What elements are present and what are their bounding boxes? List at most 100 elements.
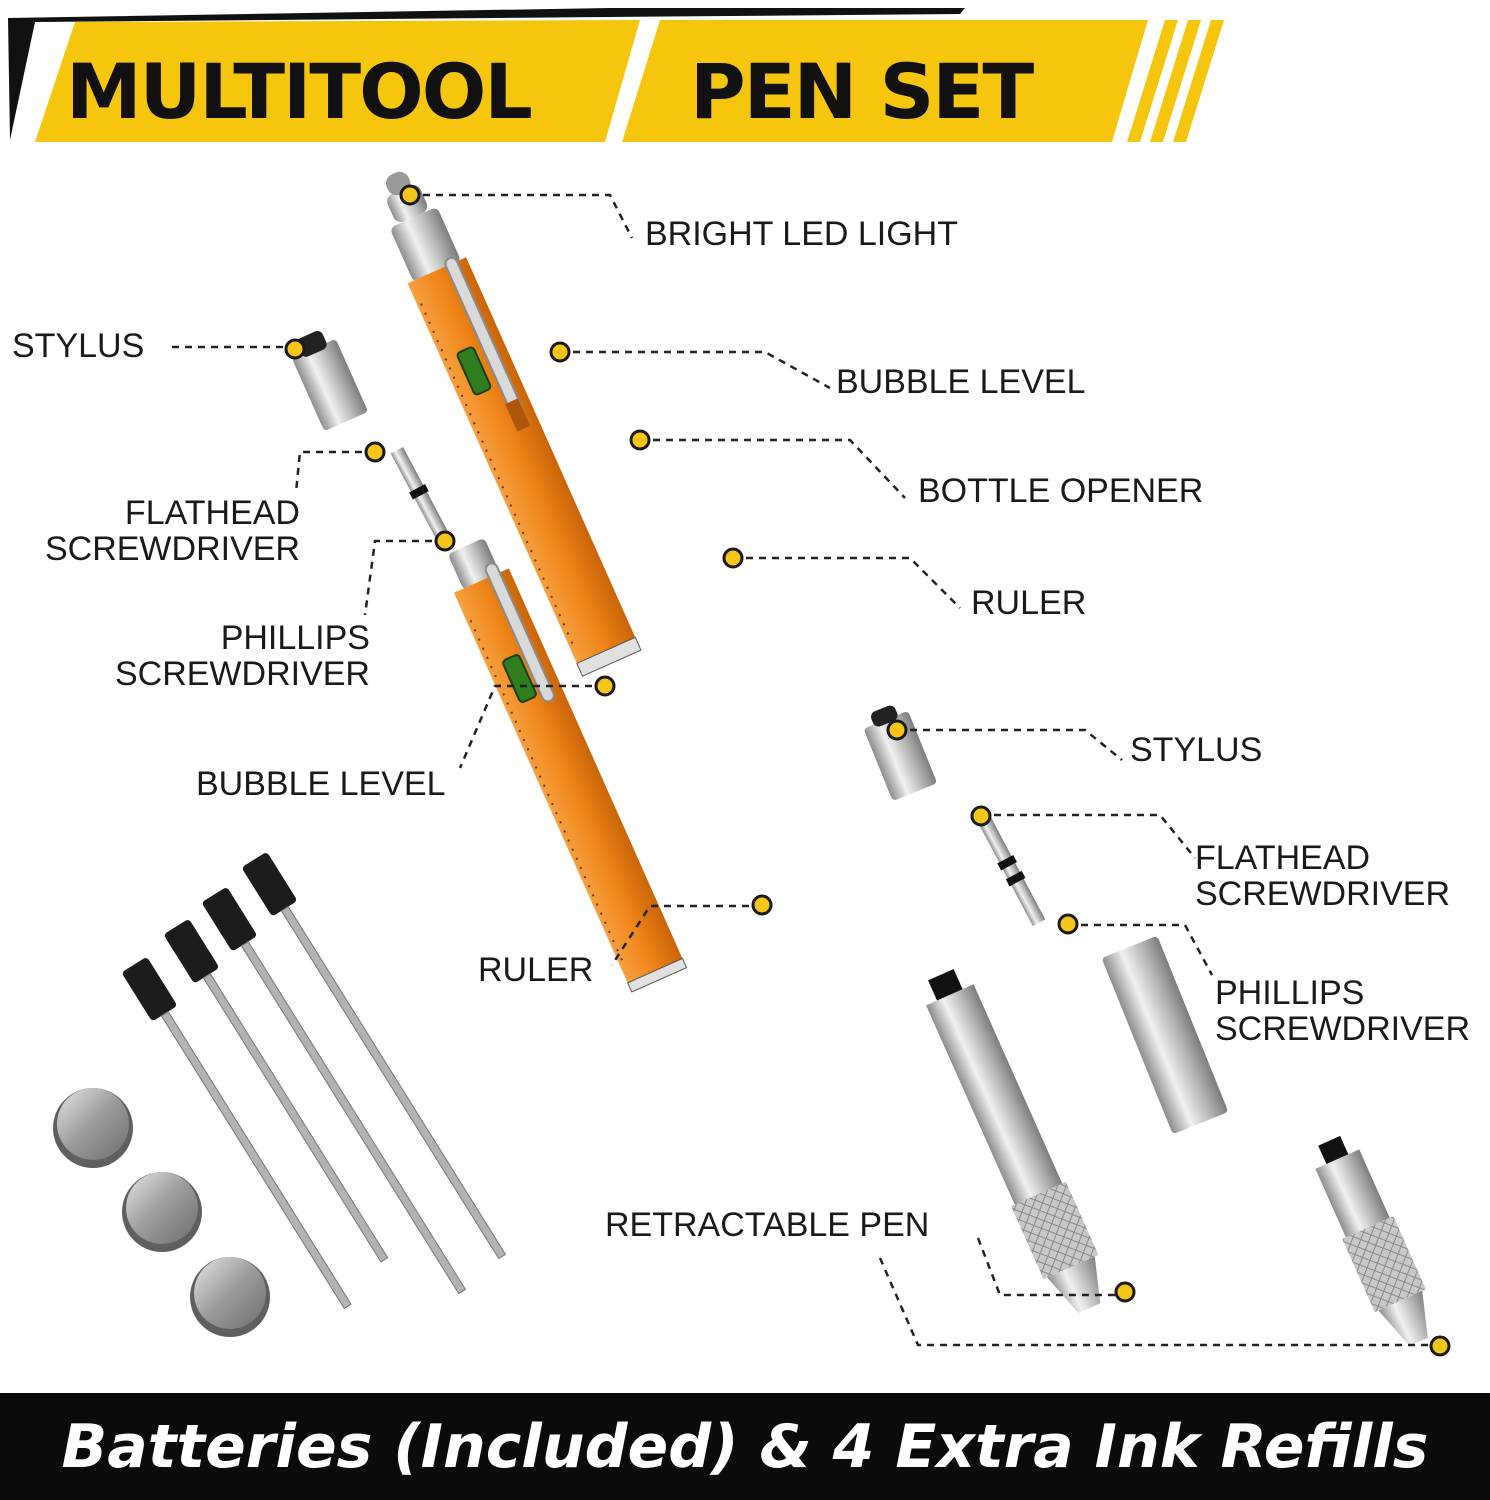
title-word-multitool: MULTITOOL <box>66 47 531 136</box>
callout-dot <box>434 530 456 552</box>
leader-led <box>410 193 634 239</box>
callout-dot <box>970 805 992 827</box>
bubble-level-vial <box>502 654 537 703</box>
label-bubble-level-top: BUBBLE LEVEL <box>836 363 1086 401</box>
footer-banner: Batteries (Included) & 4 Extra Ink Refil… <box>0 1393 1490 1500</box>
refill-tube <box>240 940 467 1295</box>
leader-retractable-left <box>976 1237 1125 1297</box>
callout-dot <box>1429 1335 1451 1357</box>
footer-text: Batteries (Included) & 4 Extra Ink Refil… <box>61 1411 1429 1482</box>
pen-top-cap <box>391 208 460 281</box>
leader-ruler-top <box>733 556 961 609</box>
title-banner: MULTITOOL PEN SET <box>8 8 1224 142</box>
callout-dot <box>629 429 651 451</box>
callout-lines <box>172 193 1440 1347</box>
leader-flathead-left <box>294 450 375 493</box>
label-ruler-top: RULER <box>971 584 1087 622</box>
pen-silver-barrel <box>1315 1149 1390 1238</box>
label-stylus-left: STYLUS <box>12 327 145 365</box>
bit-o-ring <box>1005 870 1026 887</box>
pen-cone-tip <box>1047 1256 1101 1314</box>
ink-refill <box>122 958 352 1310</box>
right-stylus <box>864 705 937 800</box>
callout-dot <box>1114 1281 1136 1303</box>
pen-top-cap <box>449 539 499 589</box>
leader-ruler-left <box>610 904 762 966</box>
label-retractable-pen: RETRACTABLE PEN <box>605 1206 930 1244</box>
callout-dot <box>722 547 744 569</box>
bit-o-ring <box>997 854 1018 871</box>
label-flathead-left: FLATHEAD SCREWDRIVER <box>44 494 300 568</box>
callout-dot <box>751 894 773 916</box>
title-word-pen-set: PEN SET <box>690 47 1034 136</box>
stylus-body <box>864 711 937 800</box>
bottle-opener-slot <box>505 398 531 432</box>
silver-pen-right <box>1315 1135 1428 1346</box>
refill-cap <box>242 853 297 916</box>
right-bit <box>974 809 1046 927</box>
callout-dot <box>364 441 386 463</box>
title-yellow-panel-right <box>622 20 1148 142</box>
refill-tube <box>202 972 389 1263</box>
leader-flathead-right <box>981 813 1196 859</box>
label-ruler-left: RULER <box>478 951 594 989</box>
barrel-end <box>626 957 688 993</box>
refill-cap <box>122 958 177 1021</box>
battery <box>122 1172 202 1252</box>
knurled-grip <box>1011 1181 1099 1280</box>
knurled-grip <box>1342 1216 1426 1313</box>
pen-cone-tip <box>1378 1290 1428 1346</box>
batteries <box>53 1088 270 1337</box>
silver-pen-left <box>926 969 1101 1314</box>
right-sleeve <box>1102 936 1228 1134</box>
title-stripe <box>1150 20 1201 142</box>
leader-phillips-right <box>1068 923 1214 976</box>
callout-dot <box>1057 913 1079 935</box>
screwdriver-bit <box>974 809 1046 927</box>
leader-bubble-left <box>458 684 605 769</box>
small-pen <box>449 539 688 993</box>
refill-tube <box>280 905 507 1260</box>
stylus-tip <box>871 705 898 727</box>
leader-bottle <box>640 438 906 499</box>
barrel-sleeve <box>1102 936 1228 1134</box>
battery <box>190 1257 270 1337</box>
refill-cap <box>202 888 257 951</box>
label-bright-led-light: BRIGHT LED LIGHT <box>645 215 958 253</box>
pen-silver-barrel <box>926 984 1064 1207</box>
leader-bubble-top <box>560 350 831 390</box>
callout-dots <box>284 184 1451 1357</box>
battery <box>53 1088 133 1168</box>
bit-o-ring <box>409 484 429 500</box>
ink-refill <box>202 888 467 1295</box>
ruler-ticks <box>420 303 577 652</box>
callout-dot <box>594 675 616 697</box>
label-phillips-right: PHILLIPS SCREWDRIVER <box>1215 974 1471 1048</box>
ink-refill <box>164 920 389 1263</box>
title-stripe <box>1127 20 1178 142</box>
label-phillips-left: PHILLIPS SCREWDRIVER <box>114 619 370 693</box>
label-flathead-right: FLATHEAD SCREWDRIVER <box>1195 839 1451 913</box>
callout-dot <box>886 719 908 741</box>
battery-face <box>194 1257 266 1329</box>
callout-dot <box>284 338 306 360</box>
stylus-body <box>293 339 367 431</box>
callout-dot <box>399 184 421 206</box>
ink-refills <box>122 853 507 1310</box>
battery-face <box>126 1172 198 1244</box>
label-stylus-right: STYLUS <box>1130 731 1263 769</box>
callout-dot <box>549 341 571 363</box>
ink-refill <box>242 853 507 1260</box>
bubble-level-vial <box>456 346 492 396</box>
leader-phillips-left <box>363 539 445 616</box>
title-stripe <box>1173 20 1224 142</box>
title-black-swoosh <box>8 8 965 140</box>
leader-stylus-right <box>897 728 1123 761</box>
battery-face <box>57 1088 129 1160</box>
barrel-end <box>576 636 642 677</box>
leader-retractable-right <box>878 1257 1440 1347</box>
label-bubble-level-left: BUBBLE LEVEL <box>196 765 446 803</box>
label-bottle-opener: BOTTLE OPENER <box>918 472 1204 510</box>
title-yellow-panel-left <box>35 20 640 142</box>
